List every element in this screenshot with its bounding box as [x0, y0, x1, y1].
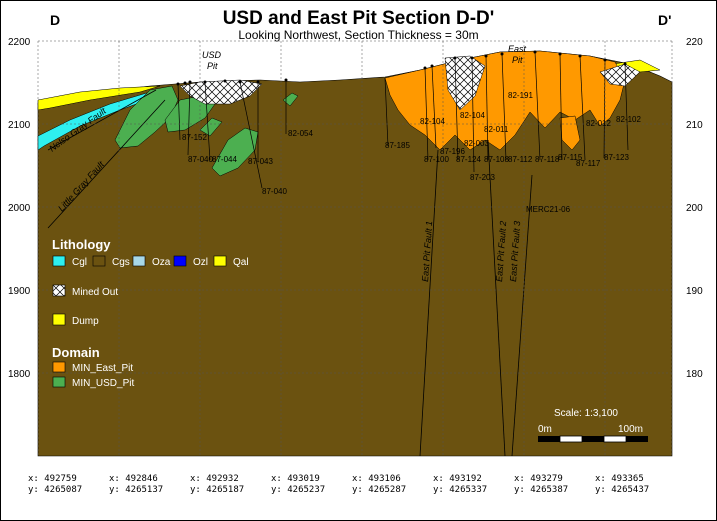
right-axis-220: 220	[686, 37, 703, 48]
dh-label: 82-012	[586, 119, 611, 128]
dh-label: 82-054	[288, 129, 313, 138]
dh-label: 82-104	[420, 117, 445, 126]
legend-usd-pit: MIN_USD_Pit	[72, 378, 134, 389]
dh-label: 87-040	[188, 155, 213, 164]
section-start-label: D	[50, 12, 61, 28]
left-axis-2100: 2100	[8, 120, 31, 131]
fault-nelso	[47, 89, 157, 151]
east-pit-label-1: East	[508, 44, 527, 54]
dh-label: 87-043	[248, 157, 273, 166]
east-pit-fault-2-label: East Pit Fault 2	[494, 221, 508, 283]
legend-dump: Dump	[72, 316, 99, 327]
scale-label: Scale: 1:3,100	[554, 408, 618, 419]
dh-label: 82-104	[460, 111, 485, 120]
usd-domain-5	[199, 117, 223, 137]
legend-cgl: Cgl	[72, 257, 87, 268]
dh-label: 87-044	[212, 155, 237, 164]
dh-label: 82-003	[464, 139, 489, 148]
dh-label: 87-152	[182, 133, 207, 142]
dh-label: 87-196	[440, 147, 465, 156]
usd-pit-label-1: USD	[202, 50, 222, 60]
east-pit-label-2: Pit	[512, 55, 523, 65]
fault-east-3	[511, 174, 533, 457]
dh-label: 87-118	[535, 155, 560, 164]
legend-ozl: Ozl	[193, 257, 208, 268]
usd-pit-label-2: Pit	[207, 61, 218, 71]
right-axis-210: 210	[686, 120, 703, 131]
east-pit-fault-1-label: East Pit Fault 1	[420, 221, 434, 283]
left-axis-2200: 2200	[8, 37, 31, 48]
dh-label: 82-102	[616, 115, 641, 124]
east-domain	[384, 50, 626, 151]
legend-mined-out: Mined Out	[72, 287, 118, 298]
fault-little-gray	[47, 99, 166, 229]
fault-east-1	[419, 149, 439, 457]
usd-domain-4	[282, 92, 299, 107]
section-subtitle: Looking Northwest, Section Thickness = 3…	[238, 28, 479, 42]
east-pit-fault-3-label: East Pit Fault 3	[508, 221, 522, 283]
dh-label: 87-203	[470, 173, 495, 182]
dh-label: 87-123	[604, 153, 629, 162]
legend: Lithology Cgl Cgs Oza Ozl Qal Mined Out …	[52, 237, 249, 389]
dh-label: 87-115	[558, 153, 583, 162]
right-axis-180: 180	[686, 369, 703, 380]
usd-mined-out	[179, 79, 263, 105]
dh-label: 87-040	[262, 187, 287, 196]
left-axis-2000: 2000	[8, 203, 31, 214]
legend-east-pit: MIN_East_Pit	[72, 363, 133, 374]
right-axis-200: 200	[686, 203, 703, 214]
dh-label: 87-117	[576, 159, 601, 168]
domain-title: Domain	[52, 345, 100, 360]
qal-strip	[37, 85, 161, 111]
left-axis-1800: 1800	[8, 369, 31, 380]
section-title: USD and East Pit Section D-D'	[222, 8, 495, 29]
legend-oza: Oza	[152, 257, 171, 268]
fault-east-2	[487, 139, 506, 457]
drillhole-traces	[177, 51, 629, 189]
left-axis-1900: 1900	[8, 286, 31, 297]
legend-cgs: Cgs	[112, 257, 130, 268]
right-axis-190: 190	[686, 286, 703, 297]
dh-label: 87-185	[385, 141, 410, 150]
dh-label: 87-100	[424, 155, 449, 164]
dh-label: 82-191	[508, 91, 533, 100]
dh-label: MERC21-06	[526, 205, 571, 214]
lithology-title: Lithology	[52, 237, 111, 252]
east-mined-out-2	[599, 63, 641, 87]
legend-qal: Qal	[233, 257, 249, 268]
drillhole-collars	[176, 50, 627, 86]
scale-end: 100m	[618, 424, 643, 435]
scale-start: 0m	[538, 424, 552, 435]
dh-label: 87-112	[508, 155, 533, 164]
section-end-label: D'	[658, 12, 672, 28]
usd-domain-3	[211, 127, 259, 177]
dh-label: 87-124	[456, 155, 481, 164]
usd-domain-2	[164, 95, 216, 133]
gridlines	[37, 40, 673, 456]
dh-label: 82-011	[484, 125, 509, 134]
scale-bar: Scale: 1:3,100 0m 100m	[538, 408, 648, 443]
dh-label: 87-108	[484, 155, 509, 164]
